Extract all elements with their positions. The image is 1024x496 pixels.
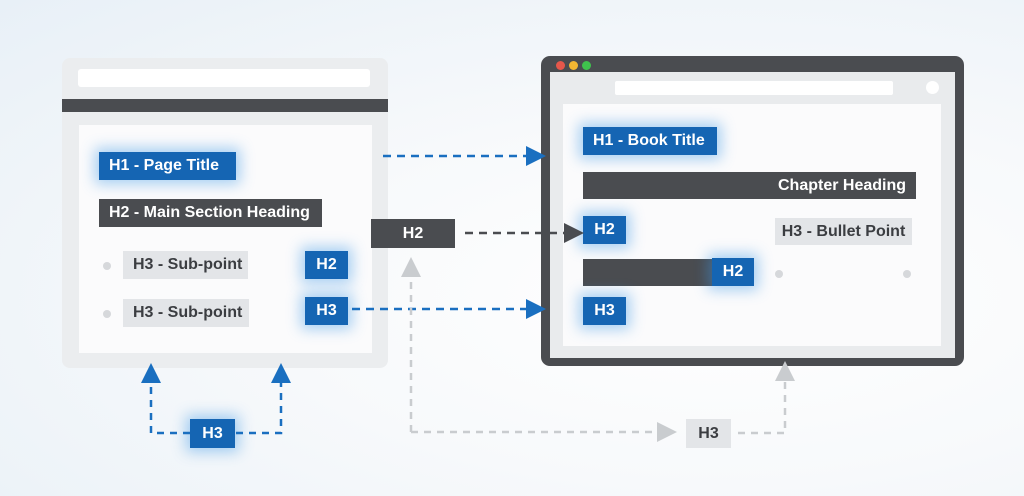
- web-side-h3-tag: H3: [305, 297, 348, 325]
- book-h2-tag: H2: [583, 216, 626, 244]
- web-h1-page-title: H1 - Page Title: [99, 152, 236, 180]
- book-address-bar: [615, 81, 893, 95]
- book-h3-tag: H3: [583, 297, 626, 325]
- web-h3-sub-point-2: H3 - Sub-point: [123, 299, 249, 327]
- bottom-right-h3-tag: H3: [686, 419, 731, 448]
- web-h2-main-section-heading: H2 - Main Section Heading: [99, 199, 322, 227]
- bullet-dot-icon: [103, 262, 111, 270]
- bullet-dot-icon: [903, 270, 911, 278]
- bottom-left-h3-tag: H3: [190, 419, 235, 448]
- web-side-h2-tag: H2: [305, 251, 348, 279]
- book-h2-bar: [583, 259, 713, 286]
- book-h3-bullet-point: H3 - Bullet Point: [775, 218, 912, 245]
- connector-light-h3-to-book: [738, 361, 795, 435]
- connector-bottom-left-loop: [141, 363, 190, 435]
- web-page-address-bar: [78, 69, 370, 87]
- book-h1-title: H1 - Book Title: [583, 127, 717, 155]
- window-minimize-dot-icon: [569, 61, 578, 70]
- search-circle-icon: [926, 81, 939, 94]
- connector-bottom-left-loop-right: [236, 363, 291, 435]
- book-chapter-heading: Chapter Heading: [583, 172, 916, 199]
- web-page-nav-bar: [62, 99, 388, 112]
- web-h3-sub-point-1: H3 - Sub-point: [123, 251, 248, 279]
- book-h2-bar-tag: H2: [712, 258, 754, 286]
- bullet-dot-icon: [103, 310, 111, 318]
- window-maximize-dot-icon: [582, 61, 591, 70]
- middle-h2-tag: H2: [371, 219, 455, 248]
- window-close-dot-icon: [556, 61, 565, 70]
- bullet-dot-icon: [775, 270, 783, 278]
